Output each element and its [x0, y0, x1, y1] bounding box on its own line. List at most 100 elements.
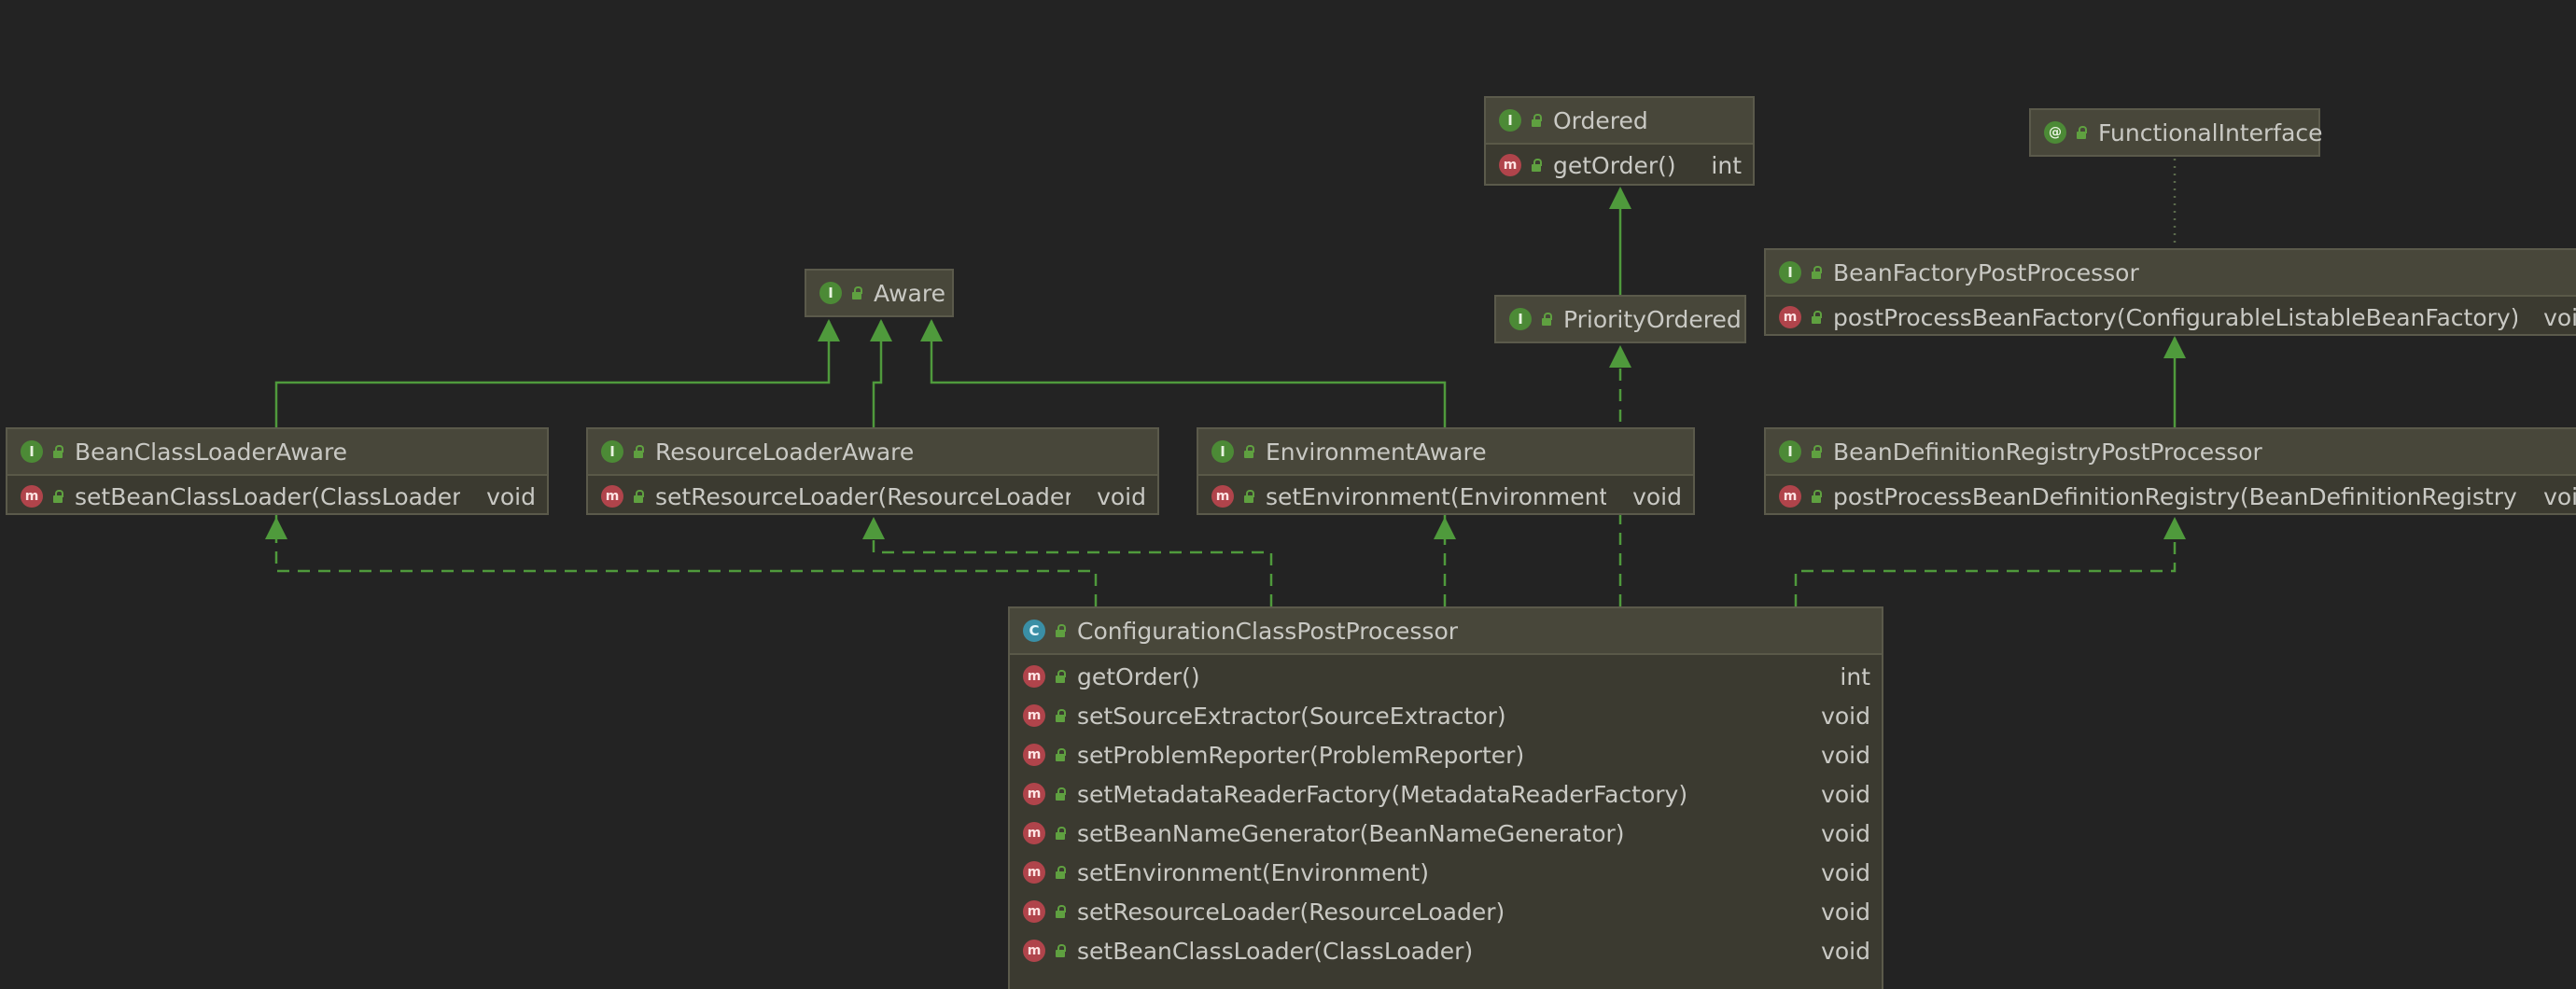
- member-name: setEnvironment(Environment): [1077, 858, 1429, 886]
- method-icon: m: [1211, 485, 1234, 508]
- member-type: void: [1821, 780, 1870, 808]
- member-type: void: [2543, 482, 2576, 510]
- member-row[interactable]: m getOrder() int: [1486, 145, 1753, 186]
- node-ordered[interactable]: I Ordered m getOrder() int: [1484, 96, 1755, 186]
- method-icon: m: [1023, 861, 1045, 884]
- public-lock-icon: [1541, 313, 1552, 326]
- interface-icon: I: [1499, 109, 1521, 132]
- node-header: I BeanClassLoaderAware: [7, 429, 547, 476]
- interface-icon: I: [1779, 261, 1801, 284]
- public-lock-icon: [1055, 748, 1066, 761]
- member-name: setBeanClassLoader(ClassLoader): [75, 482, 461, 510]
- member-name: setSourceExtractor(SourceExtractor): [1077, 702, 1506, 730]
- member-row[interactable]: m getOrder() int: [1010, 657, 1882, 696]
- node-configuration-class-post-processor[interactable]: C ConfigurationClassPostProcessor m getO…: [1008, 606, 1883, 989]
- node-aware[interactable]: I Aware: [805, 269, 954, 317]
- node-header: I Ordered: [1486, 98, 1753, 145]
- public-lock-icon: [2076, 126, 2087, 139]
- member-name: setProblemReporter(ProblemReporter): [1077, 741, 1525, 769]
- member-row[interactable]: m setMetadataReaderFactory(MetadataReade…: [1010, 774, 1882, 814]
- arrowhead-ordered: [1609, 187, 1631, 209]
- member-type: void: [2543, 303, 2576, 331]
- arrowhead-aware-2: [870, 319, 892, 341]
- class-icon: C: [1023, 620, 1045, 642]
- node-header: I ResourceLoaderAware: [588, 429, 1157, 476]
- member-row[interactable]: m setBeanClassLoader(ClassLoader) void: [1010, 931, 1882, 970]
- public-lock-icon: [1243, 490, 1254, 503]
- member-row[interactable]: m postProcessBeanDefinitionRegistry(Bean…: [1766, 476, 2576, 513]
- member-name: setBeanClassLoader(ClassLoader): [1077, 937, 1474, 965]
- member-name: getOrder(): [1553, 151, 1676, 179]
- node-title: FunctionalInterface: [2098, 118, 2323, 146]
- method-icon: m: [1023, 900, 1045, 923]
- member-row[interactable]: m setSourceExtractor(SourceExtractor) vo…: [1010, 696, 1882, 735]
- member-type: int: [1840, 662, 1870, 690]
- node-bean-definition-registry-post-processor[interactable]: I BeanDefinitionRegistryPostProcessor m …: [1764, 427, 2576, 515]
- member-row[interactable]: m setBeanClassLoader(ClassLoader) void: [7, 476, 547, 517]
- public-lock-icon: [1055, 709, 1066, 722]
- member-name: setBeanNameGenerator(BeanNameGenerator): [1077, 819, 1625, 847]
- member-name: setMetadataReaderFactory(MetadataReaderF…: [1077, 780, 1688, 808]
- member-name: setResourceLoader(ResourceLoader): [1077, 898, 1505, 926]
- public-lock-icon: [1055, 866, 1066, 879]
- node-title: EnvironmentAware: [1266, 438, 1487, 466]
- public-lock-icon: [1055, 670, 1066, 683]
- node-title: PriorityOrdered: [1563, 305, 1742, 333]
- member-row[interactable]: m setResourceLoader(ResourceLoader) void: [588, 476, 1157, 517]
- member-name: getOrder(): [1077, 662, 1200, 690]
- member-list: m getOrder() int m setSourceExtractor(So…: [1010, 655, 1882, 970]
- edge-environmentaware-aware: [930, 321, 1447, 427]
- node-environment-aware[interactable]: I EnvironmentAware m setEnvironment(Envi…: [1197, 427, 1695, 515]
- method-icon: m: [1023, 940, 1045, 962]
- arrowhead-priorityordered: [1609, 345, 1631, 368]
- member-type: void: [1632, 482, 1682, 510]
- node-title: Aware: [874, 279, 945, 307]
- member-type: void: [1821, 898, 1870, 926]
- annotation-icon: @: [2044, 121, 2066, 144]
- node-functional-interface[interactable]: @ FunctionalInterface: [2029, 108, 2323, 157]
- node-resource-loader-aware[interactable]: I ResourceLoaderAware m setResourceLoade…: [586, 427, 1159, 515]
- member-type: int: [1711, 151, 1742, 179]
- node-header: I Aware: [806, 271, 952, 315]
- method-icon: m: [601, 485, 623, 508]
- node-title: BeanDefinitionRegistryPostProcessor: [1833, 438, 2262, 466]
- public-lock-icon: [52, 445, 63, 458]
- edge-beanclassloaderaware-aware: [274, 321, 831, 427]
- arrowhead-aware-3: [920, 319, 943, 341]
- member-type: void: [1821, 858, 1870, 886]
- member-row[interactable]: m setEnvironment(Environment) void: [1010, 853, 1882, 892]
- method-icon: m: [1023, 665, 1045, 688]
- node-header: I BeanFactoryPostProcessor: [1766, 250, 2576, 297]
- public-lock-icon: [1531, 114, 1542, 127]
- public-lock-icon: [1811, 311, 1822, 324]
- node-header: @ FunctionalInterface: [2031, 110, 2323, 155]
- public-lock-icon: [1055, 944, 1066, 957]
- member-type: void: [1821, 819, 1870, 847]
- node-priority-ordered[interactable]: I PriorityOrdered: [1494, 295, 1746, 343]
- public-lock-icon: [1055, 827, 1066, 840]
- method-icon: m: [1779, 306, 1801, 328]
- method-icon: m: [1023, 783, 1045, 805]
- node-title: BeanFactoryPostProcessor: [1833, 258, 2139, 286]
- member-row[interactable]: m postProcessBeanFactory(ConfigurableLis…: [1766, 297, 2576, 334]
- public-lock-icon: [1811, 266, 1822, 279]
- member-row[interactable]: m setProblemReporter(ProblemReporter) vo…: [1010, 735, 1882, 774]
- public-lock-icon: [851, 286, 862, 299]
- public-lock-icon: [1243, 445, 1254, 458]
- member-type: void: [1097, 482, 1146, 510]
- member-row[interactable]: m setBeanNameGenerator(BeanNameGenerator…: [1010, 814, 1882, 853]
- arrowhead-environmentaware: [1434, 517, 1456, 539]
- member-row[interactable]: m setEnvironment(Environment) void: [1198, 476, 1693, 517]
- public-lock-icon: [633, 445, 644, 458]
- node-title: ConfigurationClassPostProcessor: [1077, 617, 1459, 645]
- arrowhead-bfpp: [2163, 336, 2186, 358]
- interface-icon: I: [1509, 308, 1532, 330]
- node-bean-factory-post-processor[interactable]: I BeanFactoryPostProcessor m postProcess…: [1764, 248, 2576, 336]
- edge-ccpp-bdrpp: [1794, 515, 2177, 606]
- method-icon: m: [21, 485, 43, 508]
- member-name: setResourceLoader(ResourceLoader): [655, 482, 1071, 510]
- member-row[interactable]: m setResourceLoader(ResourceLoader) void: [1010, 892, 1882, 931]
- node-title: BeanClassLoaderAware: [75, 438, 348, 466]
- node-bean-class-loader-aware[interactable]: I BeanClassLoaderAware m setBeanClassLoa…: [6, 427, 549, 515]
